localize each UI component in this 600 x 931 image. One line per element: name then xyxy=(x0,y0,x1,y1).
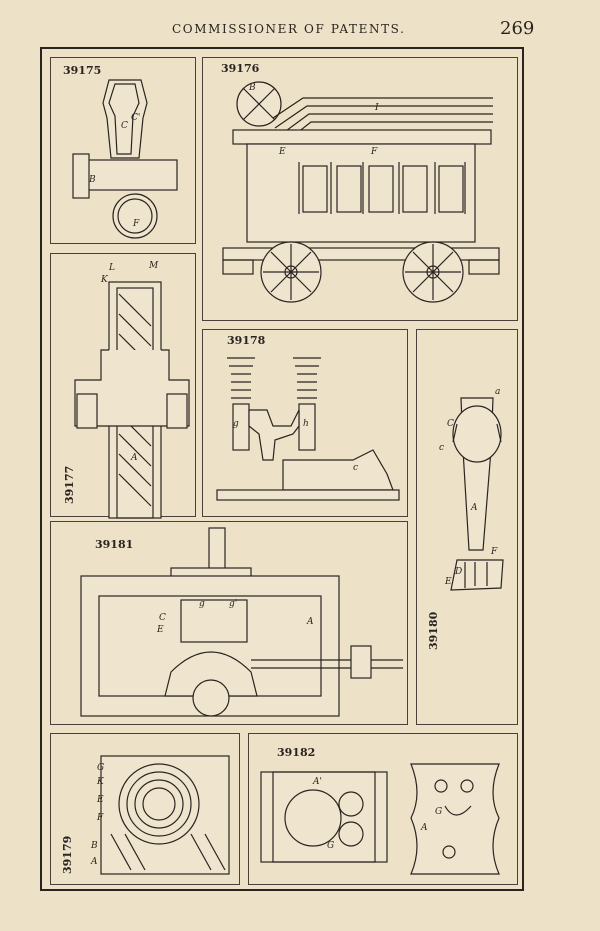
figure-label: C xyxy=(159,613,166,623)
figure-label: G xyxy=(327,841,334,851)
figure-panel-39182: 39182 A' G G A xyxy=(248,733,518,885)
figure-label: g' xyxy=(229,599,237,609)
figure-label: G xyxy=(97,763,104,773)
figure-label: G xyxy=(435,807,442,817)
figure-drawing: A' G G A xyxy=(260,763,500,875)
patent-plate: 39175 C C' B F 39176 xyxy=(40,47,524,891)
figure-panel-39181: 39181 g g' C E A xyxy=(50,521,408,725)
figure-label: K xyxy=(96,777,105,787)
figure-drawing: a C c A E D F xyxy=(439,387,504,591)
figure-panel-39179: 39179 G K E F B A xyxy=(50,733,240,885)
figure-label: A xyxy=(306,617,314,627)
figure-label: C' xyxy=(131,113,140,123)
figure-label: A xyxy=(420,823,428,833)
figure-panel-39180: 39180 a C c A E D F xyxy=(416,329,518,725)
figure-number: 39181 xyxy=(95,538,134,551)
figure-label: F xyxy=(490,547,498,557)
figure-number: 39175 xyxy=(63,64,102,77)
figure-label: F xyxy=(96,813,104,823)
figure-label: c xyxy=(439,443,444,453)
figure-number: 39178 xyxy=(227,334,266,347)
figure-label: E xyxy=(96,795,104,805)
figure-label: C xyxy=(447,419,454,429)
figure-label: F xyxy=(132,219,140,229)
figure-label: D xyxy=(454,567,462,577)
figure-label: h xyxy=(303,419,309,429)
figure-label: a xyxy=(495,387,500,397)
figure-number: 39182 xyxy=(277,746,316,759)
figure-label: L xyxy=(108,263,115,273)
figure-label: K xyxy=(100,275,109,285)
figure-label: E xyxy=(156,625,164,635)
figure-panel-39177: 39177 K L M A xyxy=(50,253,196,519)
figure-drawing: K L M A xyxy=(74,261,190,519)
figure-label: c xyxy=(353,463,358,473)
figure-panel-39175: 39175 C C' B F xyxy=(50,57,196,244)
figure-panel-39176: 39176 B I E F xyxy=(202,57,518,321)
figure-label: E xyxy=(278,147,286,157)
figure-drawing: G K E F B A xyxy=(90,755,230,875)
figure-label: A' xyxy=(312,777,322,787)
figure-drawing: C C' B F xyxy=(72,79,178,239)
figure-label: A xyxy=(470,503,478,513)
figure-label: g xyxy=(199,599,205,609)
figure-label: B xyxy=(88,175,96,185)
figure-panel-39178: 39178 g h c xyxy=(202,329,408,517)
figure-label: B xyxy=(90,841,98,851)
figure-drawing: g g' C E A xyxy=(80,527,403,717)
figure-label: g xyxy=(233,419,239,429)
figure-number: 39176 xyxy=(221,62,260,75)
running-title: COMMISSIONER OF PATENTS. xyxy=(172,22,406,36)
page-number: 269 xyxy=(500,18,535,39)
figure-label: C xyxy=(121,121,128,131)
figure-label: M xyxy=(148,261,159,271)
figure-label: E xyxy=(444,577,452,587)
figure-drawing: B I E F xyxy=(222,81,500,303)
figure-label: I xyxy=(374,103,379,113)
figure-label: A xyxy=(130,453,138,463)
figure-label: A xyxy=(90,857,98,867)
figure-label: B xyxy=(248,83,256,93)
page-header: COMMISSIONER OF PATENTS. 269 xyxy=(0,18,600,46)
figure-drawing: g h c xyxy=(216,357,400,501)
figure-label: F xyxy=(370,147,378,157)
